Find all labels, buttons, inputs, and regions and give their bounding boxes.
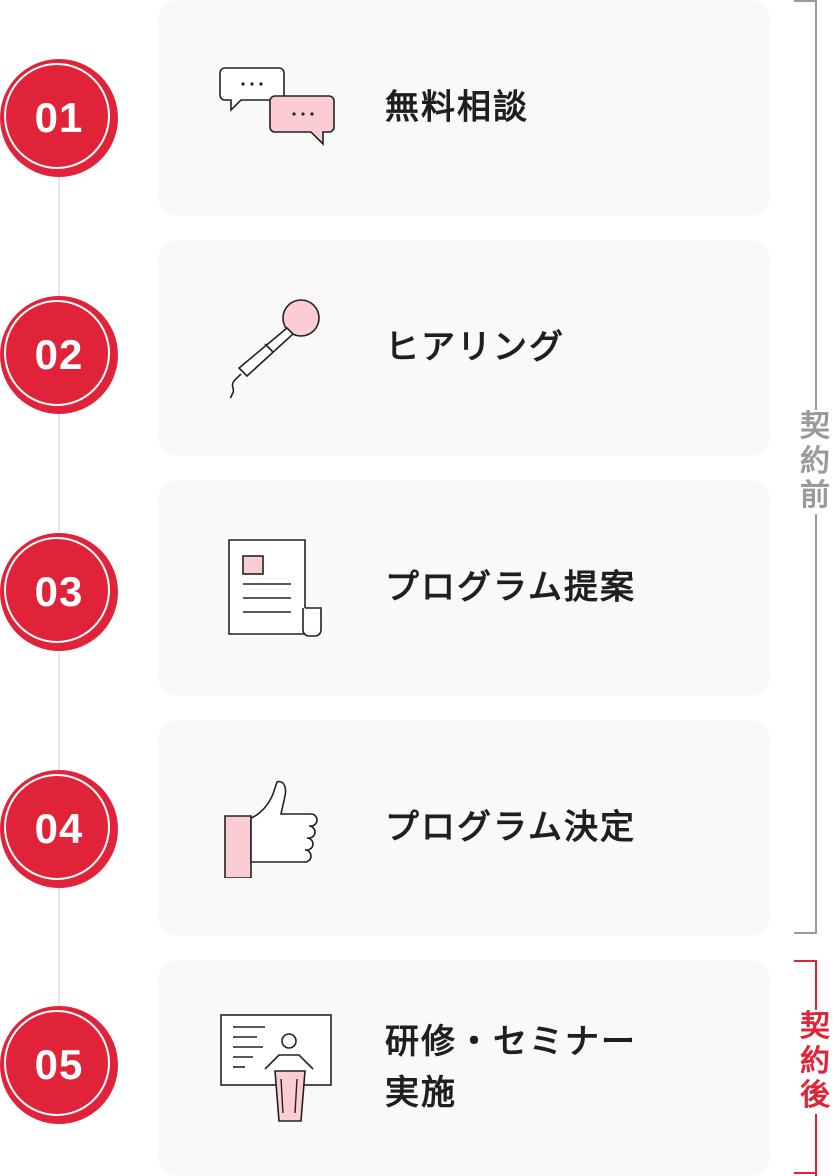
step-card-training-seminar: 研修・セミナー 実施 xyxy=(157,960,771,1176)
phase-before-bracket-top xyxy=(794,0,816,2)
step-card-hearing: ヒアリング xyxy=(157,240,771,456)
step-number-badge: 02 xyxy=(0,296,118,414)
step-number-badge: 05 xyxy=(0,1006,118,1124)
phase-before-label: 契 約 前 xyxy=(795,409,835,514)
step-number-badge: 03 xyxy=(0,533,118,651)
step-number: 05 xyxy=(34,1041,84,1088)
step-title: プログラム決定 xyxy=(385,807,636,848)
phase-after-bracket-top xyxy=(794,960,816,962)
document-icon xyxy=(228,539,322,637)
presentation-icon xyxy=(220,1014,332,1122)
step-card-free-consultation: 無料相談 xyxy=(157,0,771,216)
step-number: 02 xyxy=(34,331,84,378)
step-title: プログラム提案 xyxy=(385,567,636,608)
step-number: 04 xyxy=(34,805,84,852)
phase-before-bracket-bottom xyxy=(794,932,816,934)
step-number: 03 xyxy=(34,568,84,615)
step-card-program-decision: プログラム決定 xyxy=(157,720,771,936)
step-number: 01 xyxy=(34,94,84,141)
phase-after-label: 契 約 後 xyxy=(795,1009,835,1114)
step-title: 無料相談 xyxy=(385,87,529,128)
step-title: 研修・セミナー 実施 xyxy=(385,1022,637,1113)
step-number-badge: 01 xyxy=(0,59,118,177)
microphone-icon xyxy=(229,299,320,398)
step-title: ヒアリング xyxy=(385,327,565,368)
step-number-badge: 04 xyxy=(0,770,118,888)
step-card-program-proposal: プログラム提案 xyxy=(157,480,771,696)
thumbs-up-icon xyxy=(224,780,318,878)
chat-bubbles-icon xyxy=(219,67,335,146)
phase-after-bracket-bottom xyxy=(794,1172,816,1174)
